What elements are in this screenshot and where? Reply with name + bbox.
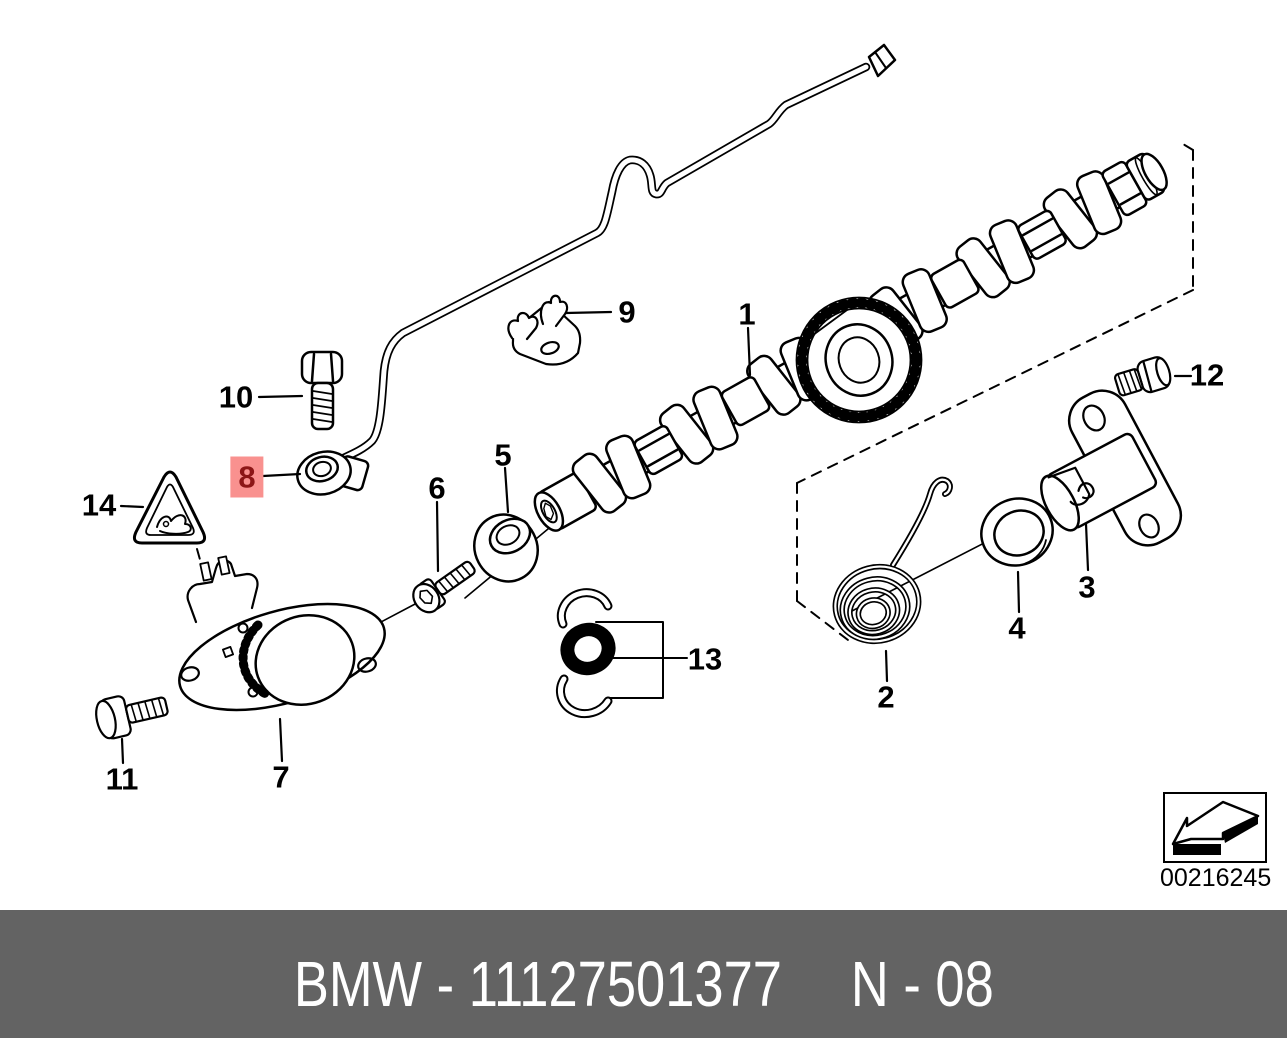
camshaft-gear	[797, 298, 922, 423]
part-label-13[interactable]: 13	[687, 641, 723, 677]
part-label-3[interactable]: 3	[1078, 569, 1096, 605]
pipe-clamp-bracket	[508, 296, 580, 365]
bolt-6	[408, 554, 481, 618]
part-label-10[interactable]: 10	[218, 379, 254, 415]
bolt-11	[93, 686, 171, 741]
footer-bar: BMW - 11127501377 N - 08	[0, 910, 1287, 1038]
part-label-9[interactable]: 9	[618, 294, 636, 330]
part-label-4[interactable]: 4	[1008, 610, 1026, 646]
part-label-8[interactable]: 8	[230, 456, 264, 498]
leader-lines	[121, 312, 1191, 763]
part-label-11[interactable]: 11	[105, 761, 139, 797]
footer-part-number: BMW - 11127501377	[293, 948, 782, 1020]
oil-pipe	[333, 45, 895, 463]
bolt-12	[1113, 355, 1174, 401]
bearing-set	[555, 593, 622, 714]
part-label-2[interactable]: 2	[877, 679, 895, 715]
o-ring	[971, 488, 1062, 576]
part-label-1[interactable]: 1	[738, 296, 756, 332]
part-label-12[interactable]: 12	[1189, 357, 1225, 393]
part-label-7[interactable]: 7	[272, 759, 290, 795]
stamp-code: 00216245	[1160, 864, 1272, 892]
part-label-14[interactable]: 14	[81, 487, 117, 523]
warning-triangle	[134, 472, 204, 543]
actuator-unit	[167, 556, 396, 730]
part-label-6[interactable]: 6	[428, 470, 446, 506]
camshaft	[523, 139, 1178, 546]
page-turn-arrow-icon	[1165, 794, 1265, 855]
bolt-10	[302, 352, 342, 429]
footer-code: N - 08	[850, 948, 994, 1020]
seal-ring	[463, 503, 550, 592]
stamp-box[interactable]	[1163, 792, 1267, 863]
banjo-fitting	[292, 446, 369, 501]
camshaft-exploded-drawing	[0, 0, 1287, 910]
coil-spring	[827, 480, 950, 651]
sleeve-flange	[1034, 382, 1190, 555]
part-label-5[interactable]: 5	[494, 437, 512, 473]
